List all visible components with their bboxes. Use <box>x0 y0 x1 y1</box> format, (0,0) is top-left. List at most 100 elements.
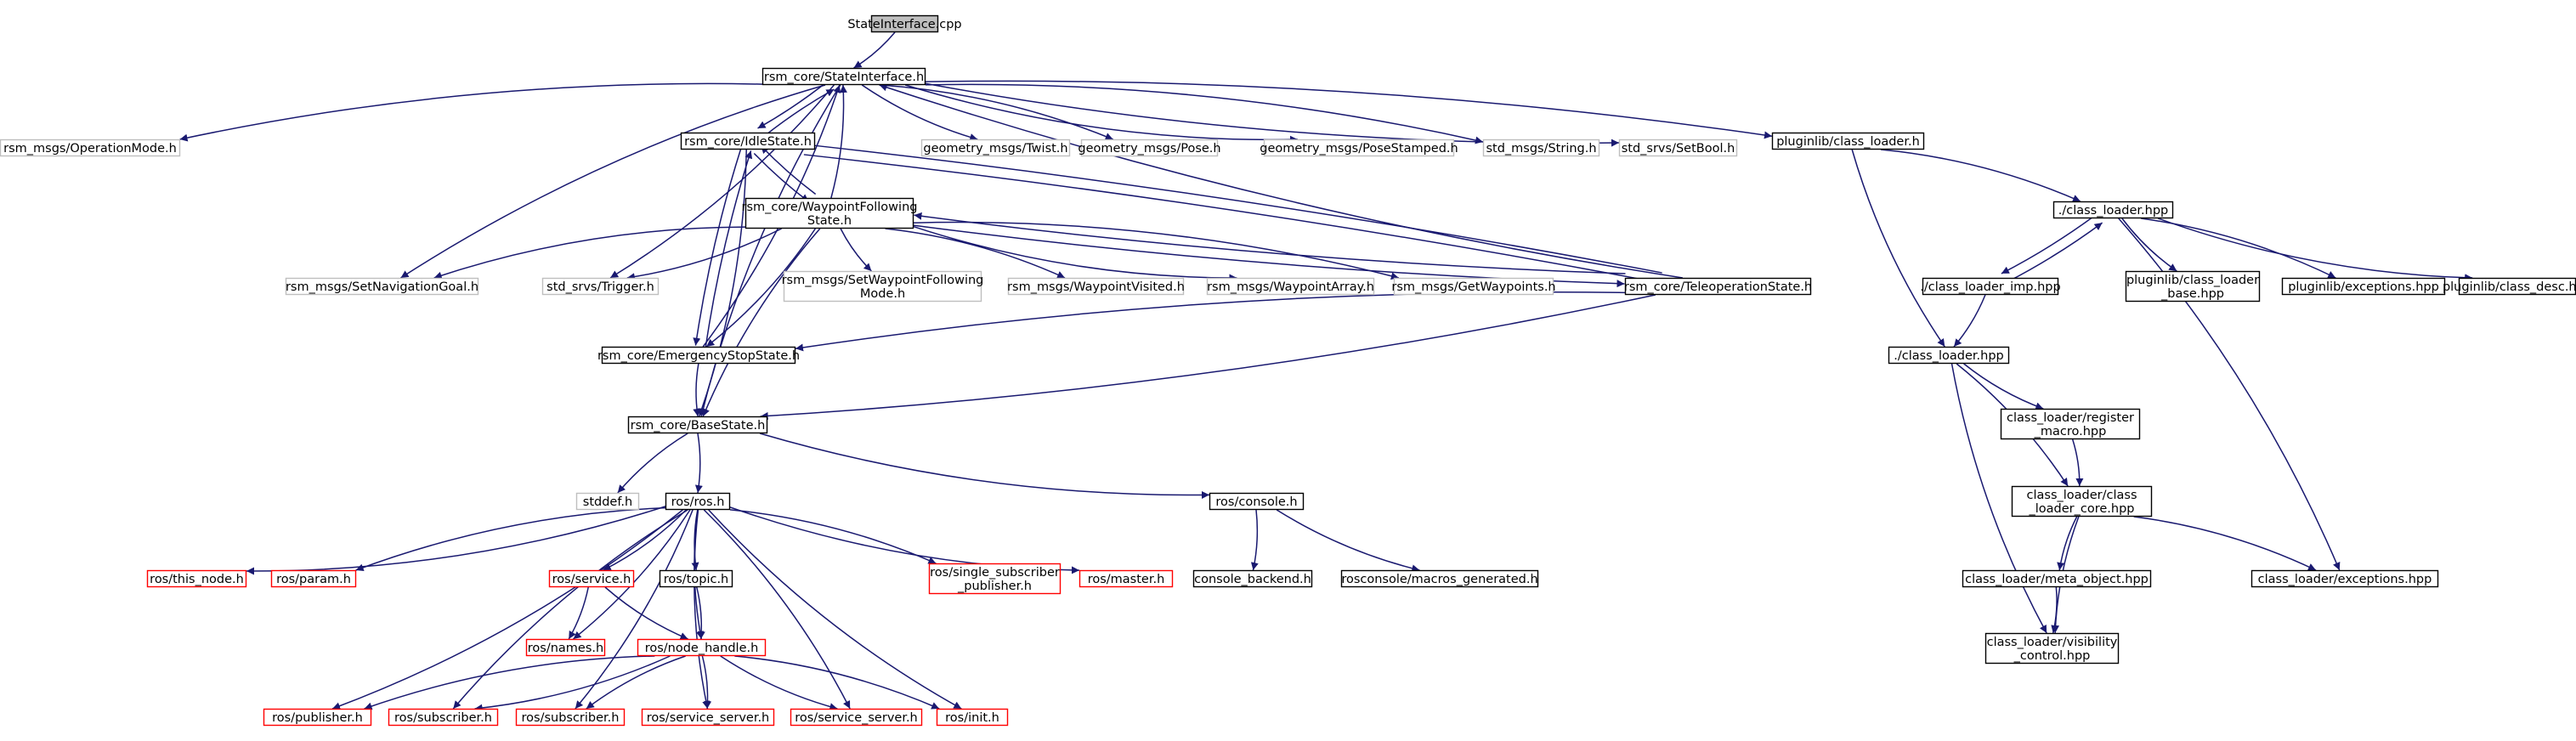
node-box <box>1340 569 1539 588</box>
node-string[interactable]: std_msgs/String.h <box>1482 139 1600 157</box>
node-setbool[interactable]: std_srvs/SetBool.h <box>1618 139 1738 157</box>
edge-si-to-plclass <box>925 80 1773 139</box>
node-si[interactable]: rsm_core/StateInterface.h <box>761 67 926 86</box>
edge-service-to-nodehandle <box>604 586 688 640</box>
node-clcore[interactable]: class_loader/class_loader_core.hpp <box>2011 485 2153 518</box>
node-posest[interactable]: geometry_msgs/PoseStamped.h <box>1260 139 1458 157</box>
node-srvserver2[interactable]: ros/service_server.h <box>790 708 923 727</box>
edge-rosh-to-srvserver1 <box>694 509 711 710</box>
node-climp[interactable]: ./class_loader_imp.hpp <box>1920 277 2061 296</box>
node-box <box>2281 277 2446 296</box>
node-subscriber2[interactable]: ros/subscriber.h <box>515 708 626 727</box>
node-wpv[interactable]: rsm_msgs/WaypointVisited.h <box>1007 277 1185 296</box>
node-pldesc[interactable]: pluginlib/class_desc.hpp <box>2443 277 2576 296</box>
edge-nodehandle-to-init <box>734 655 940 710</box>
node-box <box>1007 277 1185 296</box>
node-label: rsm_msgs/WaypointVisited.h <box>1007 280 1185 294</box>
node-publisher[interactable]: ros/publisher.h <box>263 708 372 727</box>
node-box <box>744 197 914 229</box>
node-opmode[interactable]: rsm_msgs/OperationMode.h <box>0 139 181 157</box>
node-label: ros/names.h <box>528 642 603 655</box>
node-clhpp1[interactable]: ./class_loader.hpp <box>2052 201 2174 219</box>
edge-idle-to-wpf <box>753 152 810 203</box>
node-box <box>541 277 660 296</box>
edge-teleop-to-base <box>760 294 1656 420</box>
node-console[interactable]: ros/console.h <box>1209 492 1305 511</box>
node-box <box>920 139 1071 157</box>
node-base[interactable]: rsm_core/BaseState.h <box>627 416 768 434</box>
node-param[interactable]: ros/param.h <box>270 569 357 588</box>
edge-si-to-setbool <box>925 82 1620 147</box>
edge-rosh-to-init <box>708 509 962 710</box>
edge-clhpp2-to-visctrl <box>1950 363 2047 634</box>
edge-wpf-to-setwpf <box>840 228 872 272</box>
node-label: std_srvs/Trigger.h <box>546 280 654 294</box>
node-teleop[interactable]: rsm_core/TeleoperationState.h <box>1624 277 1812 296</box>
node-getwp[interactable]: rsm_msgs/GetWaypoints.h <box>1391 277 1556 296</box>
edge-clhpp1-to-clexc <box>2118 218 2341 571</box>
edge-rosh-to-param <box>355 506 666 572</box>
node-twist[interactable]: geometry_msgs/Twist.h <box>920 139 1071 157</box>
node-macros[interactable]: rosconsole/macros_generated.h <box>1340 569 1539 588</box>
edge-si-to-posest <box>904 84 1298 144</box>
node-subscriber1[interactable]: ros/subscriber.h <box>388 708 499 727</box>
edge-si-to-pose <box>880 84 1113 140</box>
node-label: ros/publisher.h <box>272 711 363 725</box>
node-pose[interactable]: geometry_msgs/Pose.h <box>1078 139 1221 157</box>
node-thisnode[interactable]: ros/this_node.h <box>146 569 247 588</box>
node-master[interactable]: ros/master.h <box>1079 569 1174 588</box>
node-metaobj[interactable]: class_loader/meta_object.hpp <box>1962 569 2152 588</box>
node-box <box>1079 569 1174 588</box>
node-clhpp2[interactable]: ./class_loader.hpp <box>1888 346 2010 365</box>
node-wpa[interactable]: rsm_msgs/WaypointArray.h <box>1206 277 1375 296</box>
node-trigger[interactable]: std_srvs/Trigger.h <box>541 277 660 296</box>
edge-clhpp1-to-climp <box>2001 213 2098 274</box>
edge-plclass-to-clhpp2 <box>1851 149 1945 348</box>
node-layer: StateInterface.cpp rsm_core/StateInterfac… <box>0 14 2576 727</box>
node-box <box>1206 277 1375 296</box>
node-singlesub[interactable]: ros/single_subscriber_publisher.h <box>928 563 1062 595</box>
edge-clhpp2-to-register <box>1963 363 2044 410</box>
node-label: _loader_core.hpp <box>2029 502 2135 516</box>
node-nodehandle[interactable]: ros/node_handle.h <box>637 638 767 657</box>
node-service[interactable]: ros/service.h <box>548 569 635 588</box>
node-srvserver1[interactable]: ros/service_server.h <box>641 708 775 727</box>
node-names[interactable]: ros/names.h <box>525 638 606 657</box>
node-plexc[interactable]: pluginlib/exceptions.hpp <box>2281 277 2446 296</box>
edge-wpf-to-base <box>702 228 821 417</box>
node-idle[interactable]: rsm_core/IdleState.h <box>680 132 816 150</box>
edge-idle-to-si <box>762 88 835 138</box>
node-cbackend[interactable]: console_backend.h <box>1192 569 1313 588</box>
node-setnav[interactable]: rsm_msgs/SetNavigationGoal.h <box>285 277 479 296</box>
node-label: pluginlib/class_loader.h <box>1776 135 1920 149</box>
node-rosh[interactable]: ros/ros.h <box>665 492 731 511</box>
edge-teleop-to-wpf <box>914 212 1626 274</box>
node-plbase[interactable]: pluginlib/class_loader_base.hpp <box>2125 270 2261 303</box>
node-register[interactable]: class_loader/register_macro.hpp <box>2000 408 2141 440</box>
node-clexc[interactable]: class_loader/exceptions.hpp <box>2250 569 2439 588</box>
node-plclass[interactable]: pluginlib/class_loader.h <box>1771 132 1925 150</box>
node-box <box>601 346 796 365</box>
node-init[interactable]: ros/init.h <box>936 708 1009 727</box>
node-label: rsm_core/StateInterface.h <box>764 71 924 84</box>
node-label: ros/ros.h <box>671 495 725 509</box>
node-box <box>1771 132 1925 150</box>
edge-wpf-to-estop <box>705 228 817 348</box>
node-box <box>1209 492 1305 511</box>
node-visctrl[interactable]: class_loader/visibility_control.hpp <box>1984 632 2120 665</box>
node-cpp[interactable]: StateInterface.cpp <box>847 14 962 33</box>
node-label: ./class_loader_imp.hpp <box>1920 280 2060 294</box>
node-box <box>575 492 640 511</box>
edge-idle-to-estop <box>693 148 742 346</box>
node-estop[interactable]: rsm_core/EmergencyStopState.h <box>597 346 800 365</box>
edge-layer <box>179 31 2473 712</box>
node-label: ./class_loader.hpp <box>1894 349 2004 363</box>
node-topic[interactable]: ros/topic.h <box>659 569 733 588</box>
edge-teleop-to-idle <box>805 141 1662 274</box>
node-box <box>1618 139 1738 157</box>
node-stddef[interactable]: stddef.h <box>575 492 640 511</box>
node-box <box>270 569 357 588</box>
